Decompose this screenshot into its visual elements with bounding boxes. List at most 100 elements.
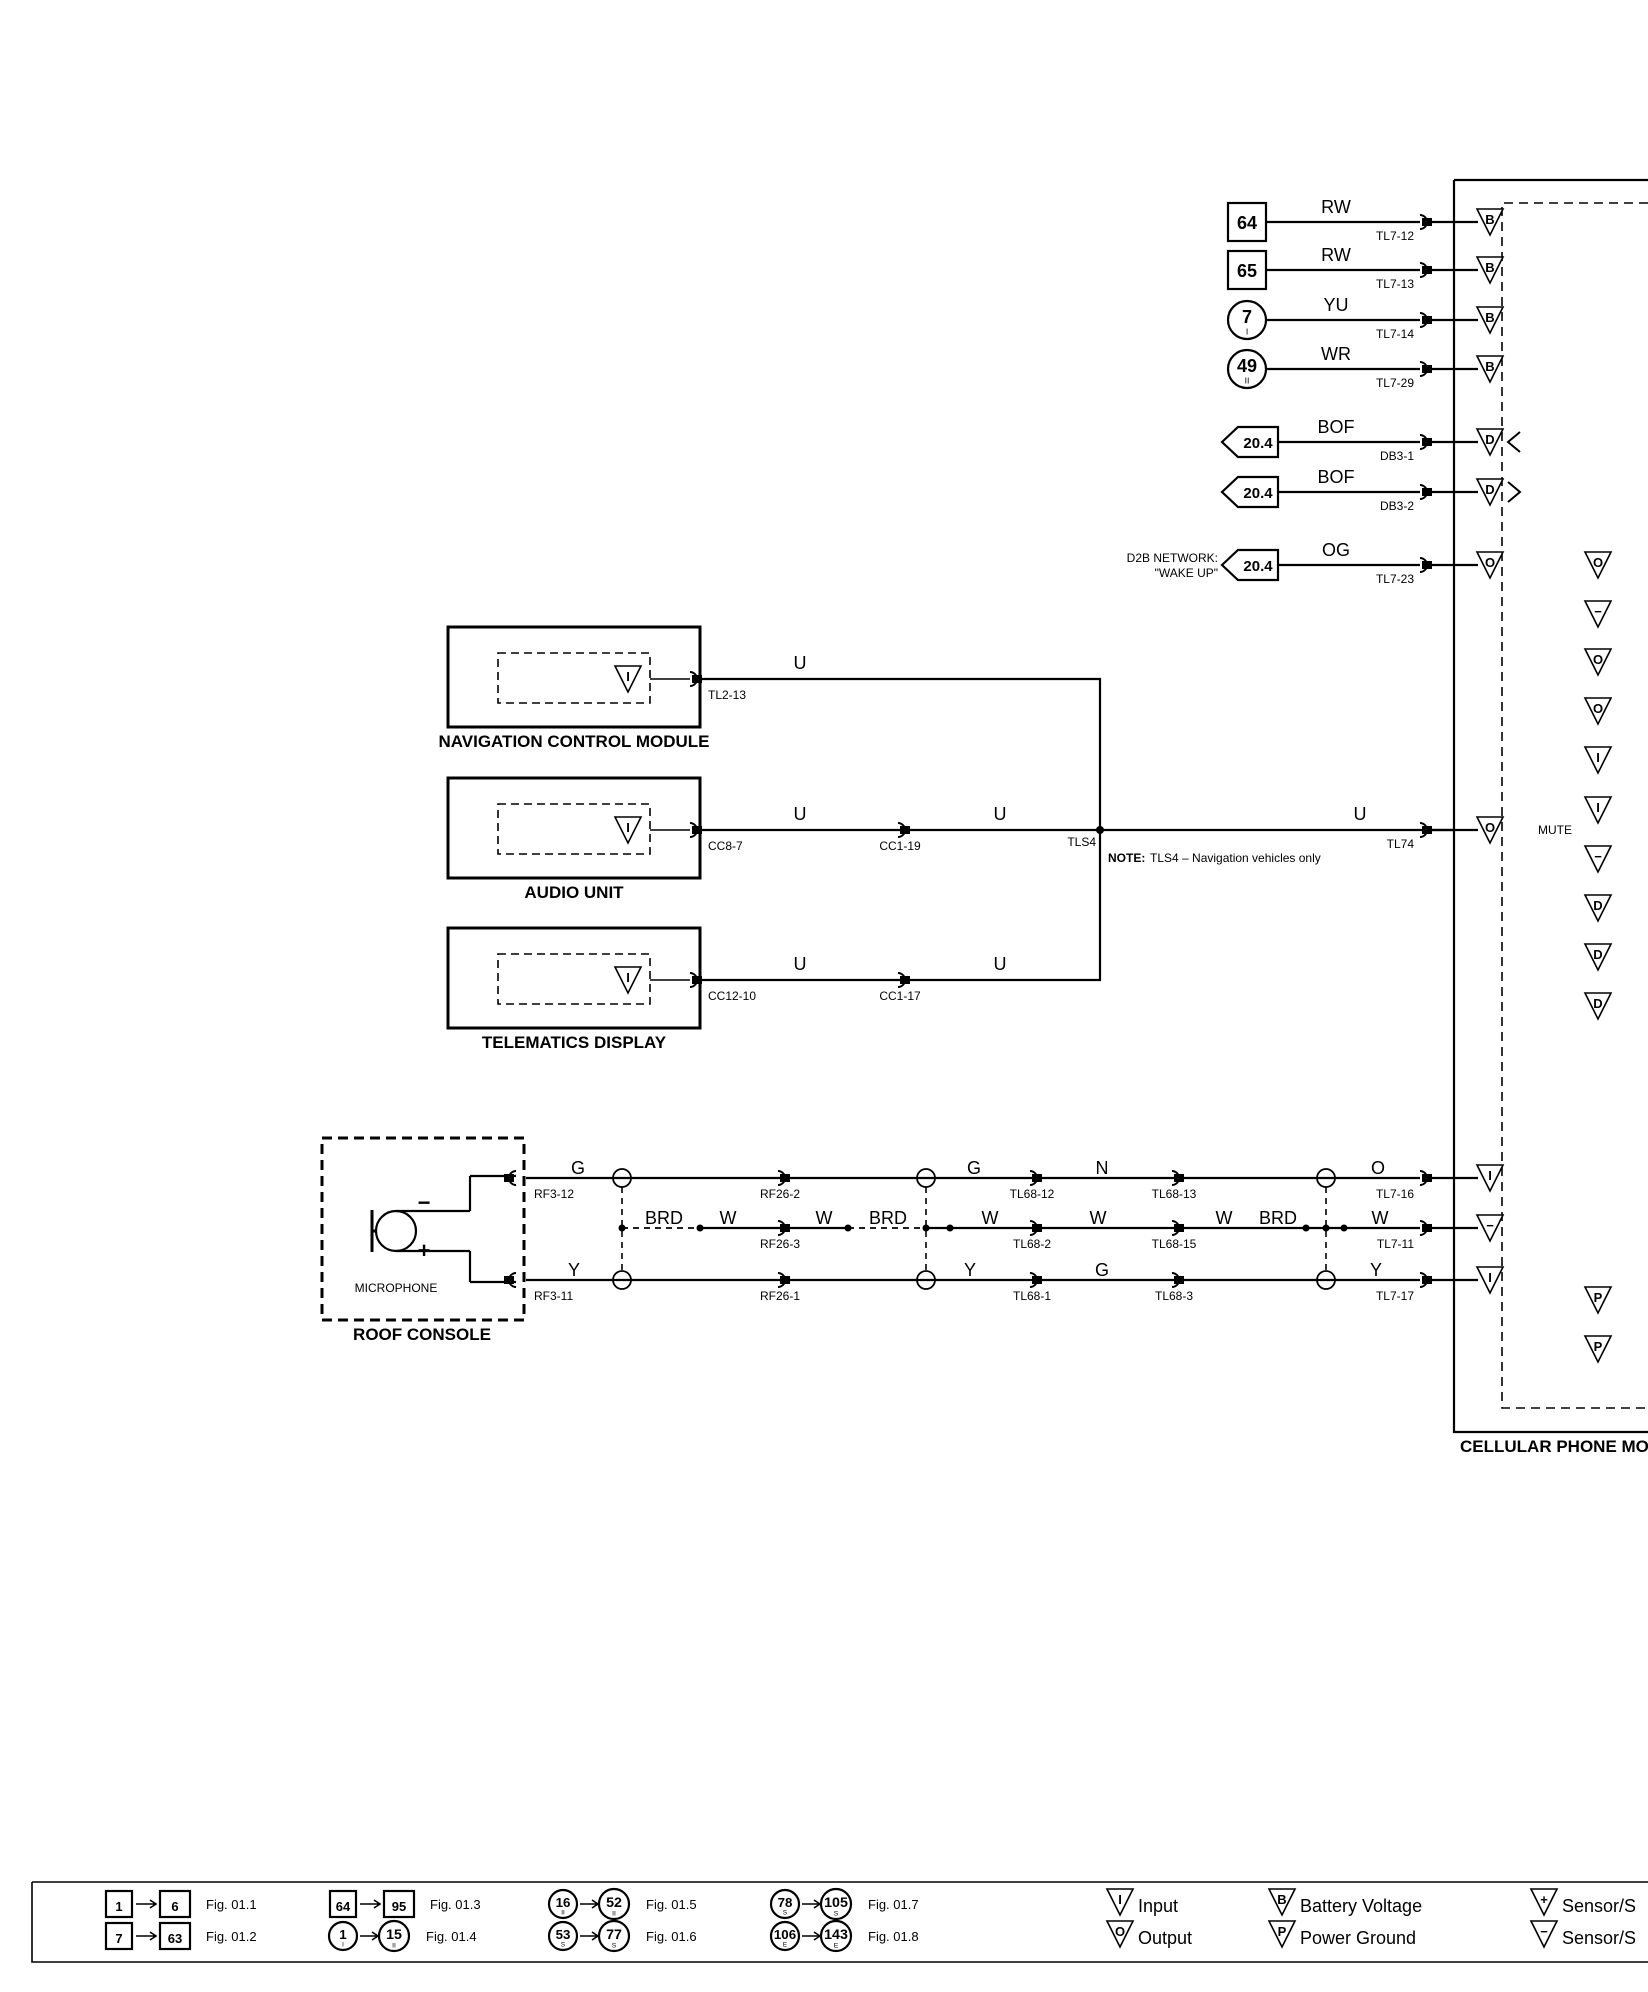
drain-junction-4	[1302, 1224, 1310, 1232]
legend-symbol-1-icon: I	[1105, 1888, 1135, 1917]
mic-row-2-wire-8: BRD	[1259, 1208, 1297, 1228]
legend-symbol-3-icon: B	[1267, 1888, 1297, 1917]
mic-row-2-terminal-3	[1171, 1220, 1184, 1236]
legend-fig-4-arrow-icon	[360, 1931, 380, 1941]
svg-text:D: D	[1593, 996, 1602, 1011]
legend-fig-6-arrow-icon	[580, 1931, 600, 1941]
unit-1-input-symbol: I	[613, 665, 643, 694]
svg-text:O: O	[1485, 820, 1495, 835]
mic-row-2-wire-4: BRD	[869, 1208, 907, 1228]
mic-row-2-pin-1: RF26-3	[760, 1237, 800, 1251]
roof-console-label: ROOF CONSOLE	[353, 1325, 491, 1344]
svg-text:I: I	[1488, 1270, 1492, 1285]
drain-junction-1	[696, 1224, 704, 1232]
svg-text:O: O	[1593, 652, 1603, 667]
mic-row-1-module-pin: TL7-16	[1376, 1187, 1414, 1201]
top-pin-5-terminal	[1419, 434, 1432, 450]
legend-fig-6-to: 77S	[597, 1919, 631, 1953]
top-pin-6-ref-arrow: 20.4	[1220, 475, 1280, 509]
legend-fig-4-label: Fig. 01.4	[426, 1929, 477, 1944]
top-pin-1-pin-label: TL7-12	[1376, 229, 1414, 243]
svg-text:E: E	[783, 1942, 787, 1949]
legend-fig-1-arrow-icon	[136, 1899, 158, 1909]
tls4-note-bold: NOTE:	[1108, 851, 1145, 865]
legend-fig-1-from: 1	[104, 1889, 134, 1919]
svg-text:I: I	[1488, 1168, 1492, 1183]
legend-fig-2-to: 63	[158, 1921, 192, 1951]
left-arrow-icon	[1506, 431, 1521, 453]
unit-1-pin-label: TL2-13	[708, 688, 746, 702]
legend-symbol-1-label: Input	[1138, 1896, 1178, 1916]
mic-row-3-terminal-3	[1171, 1272, 1184, 1288]
top-pin-2-symbol: B	[1475, 256, 1505, 285]
svg-text:D: D	[1485, 432, 1494, 447]
top-pin-4-pin-label: TL7-29	[1376, 376, 1414, 390]
mic-row-1-pin-2: TL68-12	[1010, 1187, 1055, 1201]
svg-text:1: 1	[115, 1899, 122, 1914]
right-column-symbol-3: O	[1583, 648, 1613, 677]
mic-row-3-terminal-2	[1029, 1272, 1042, 1288]
mic-row-3-wire-1: Y	[568, 1260, 580, 1280]
unit-2	[446, 776, 702, 880]
svg-text:20.4: 20.4	[1243, 558, 1273, 575]
mic-row-3-pin-3: TL68-3	[1155, 1289, 1193, 1303]
mic-row-3-left-terminal	[504, 1272, 517, 1288]
mic-row-3-wire-2: Y	[964, 1260, 976, 1280]
mic-row-2-terminal-2	[1029, 1220, 1042, 1236]
svg-text:65: 65	[1237, 261, 1257, 281]
top-pin-2-terminal	[1419, 262, 1432, 278]
tls4-splice-dot	[1096, 826, 1104, 834]
top-pin-3-pin-label: TL7-14	[1376, 327, 1414, 341]
right-column-symbol-5: I	[1583, 746, 1613, 775]
mic-row-1-wire-4: O	[1371, 1158, 1385, 1178]
svg-text:7: 7	[1242, 307, 1252, 327]
mute-output-symbol: O	[1475, 816, 1505, 845]
unit-2-terminal	[689, 822, 702, 838]
right-column-symbol-4: O	[1583, 697, 1613, 726]
unit-2-input-symbol: I	[613, 816, 643, 845]
svg-text:I: I	[1246, 326, 1248, 336]
top-pin-1-wire-color: RW	[1321, 197, 1351, 217]
legend-fig-6-label: Fig. 01.6	[646, 1929, 697, 1944]
mic-row-1-terminal-1	[777, 1170, 790, 1186]
mic-row-2-wire-7: W	[1216, 1208, 1233, 1228]
top-pin-2-ref-box: 65	[1226, 249, 1268, 291]
svg-text:P: P	[1278, 1924, 1287, 1939]
unit-3	[446, 926, 702, 1030]
legend-fig-4-from: 1I	[327, 1920, 359, 1952]
top-pin-2-pin-label: TL7-13	[1376, 277, 1414, 291]
mic-row-3-pin-2: TL68-1	[1013, 1289, 1051, 1303]
unit-1-name: NAVIGATION CONTROL MODULE	[438, 732, 709, 751]
top-pin-3-symbol: B	[1475, 306, 1505, 335]
svg-text:I: I	[626, 669, 630, 684]
svg-text:−: −	[1594, 604, 1602, 619]
svg-text:D: D	[1593, 947, 1602, 962]
top-pin-4-wire-color: WR	[1321, 344, 1351, 364]
microphone-label: MICROPHONE	[355, 1281, 438, 1295]
svg-text:O: O	[1593, 555, 1603, 570]
legend-fig-2-from: 7	[104, 1921, 134, 1951]
svg-text:77: 77	[606, 1927, 622, 1943]
unit-2-inline-terminal	[897, 822, 910, 838]
svg-text:−: −	[1594, 849, 1602, 864]
top-pin-5-symbol: D	[1475, 428, 1505, 457]
svg-text:O: O	[1485, 555, 1495, 570]
svg-text:I: I	[1596, 800, 1600, 815]
svg-text:49: 49	[1237, 356, 1257, 376]
legend-symbol-6-icon: −	[1529, 1920, 1559, 1949]
mic-row-3-module-pin: TL7-17	[1376, 1289, 1414, 1303]
svg-text:64: 64	[1237, 213, 1257, 233]
mic-row-1-terminal-3	[1171, 1170, 1184, 1186]
mic-plus-sign: +	[418, 1238, 431, 1263]
d2b-note-line2: "WAKE UP"	[1155, 566, 1218, 580]
top-pin-3-terminal	[1419, 312, 1432, 328]
svg-text:S: S	[834, 1910, 839, 1917]
svg-text:P: P	[1594, 1339, 1603, 1354]
svg-text:D: D	[1593, 898, 1602, 913]
svg-text:I: I	[1118, 1892, 1122, 1907]
mic-row-1-module-symbol: I	[1475, 1164, 1505, 1193]
